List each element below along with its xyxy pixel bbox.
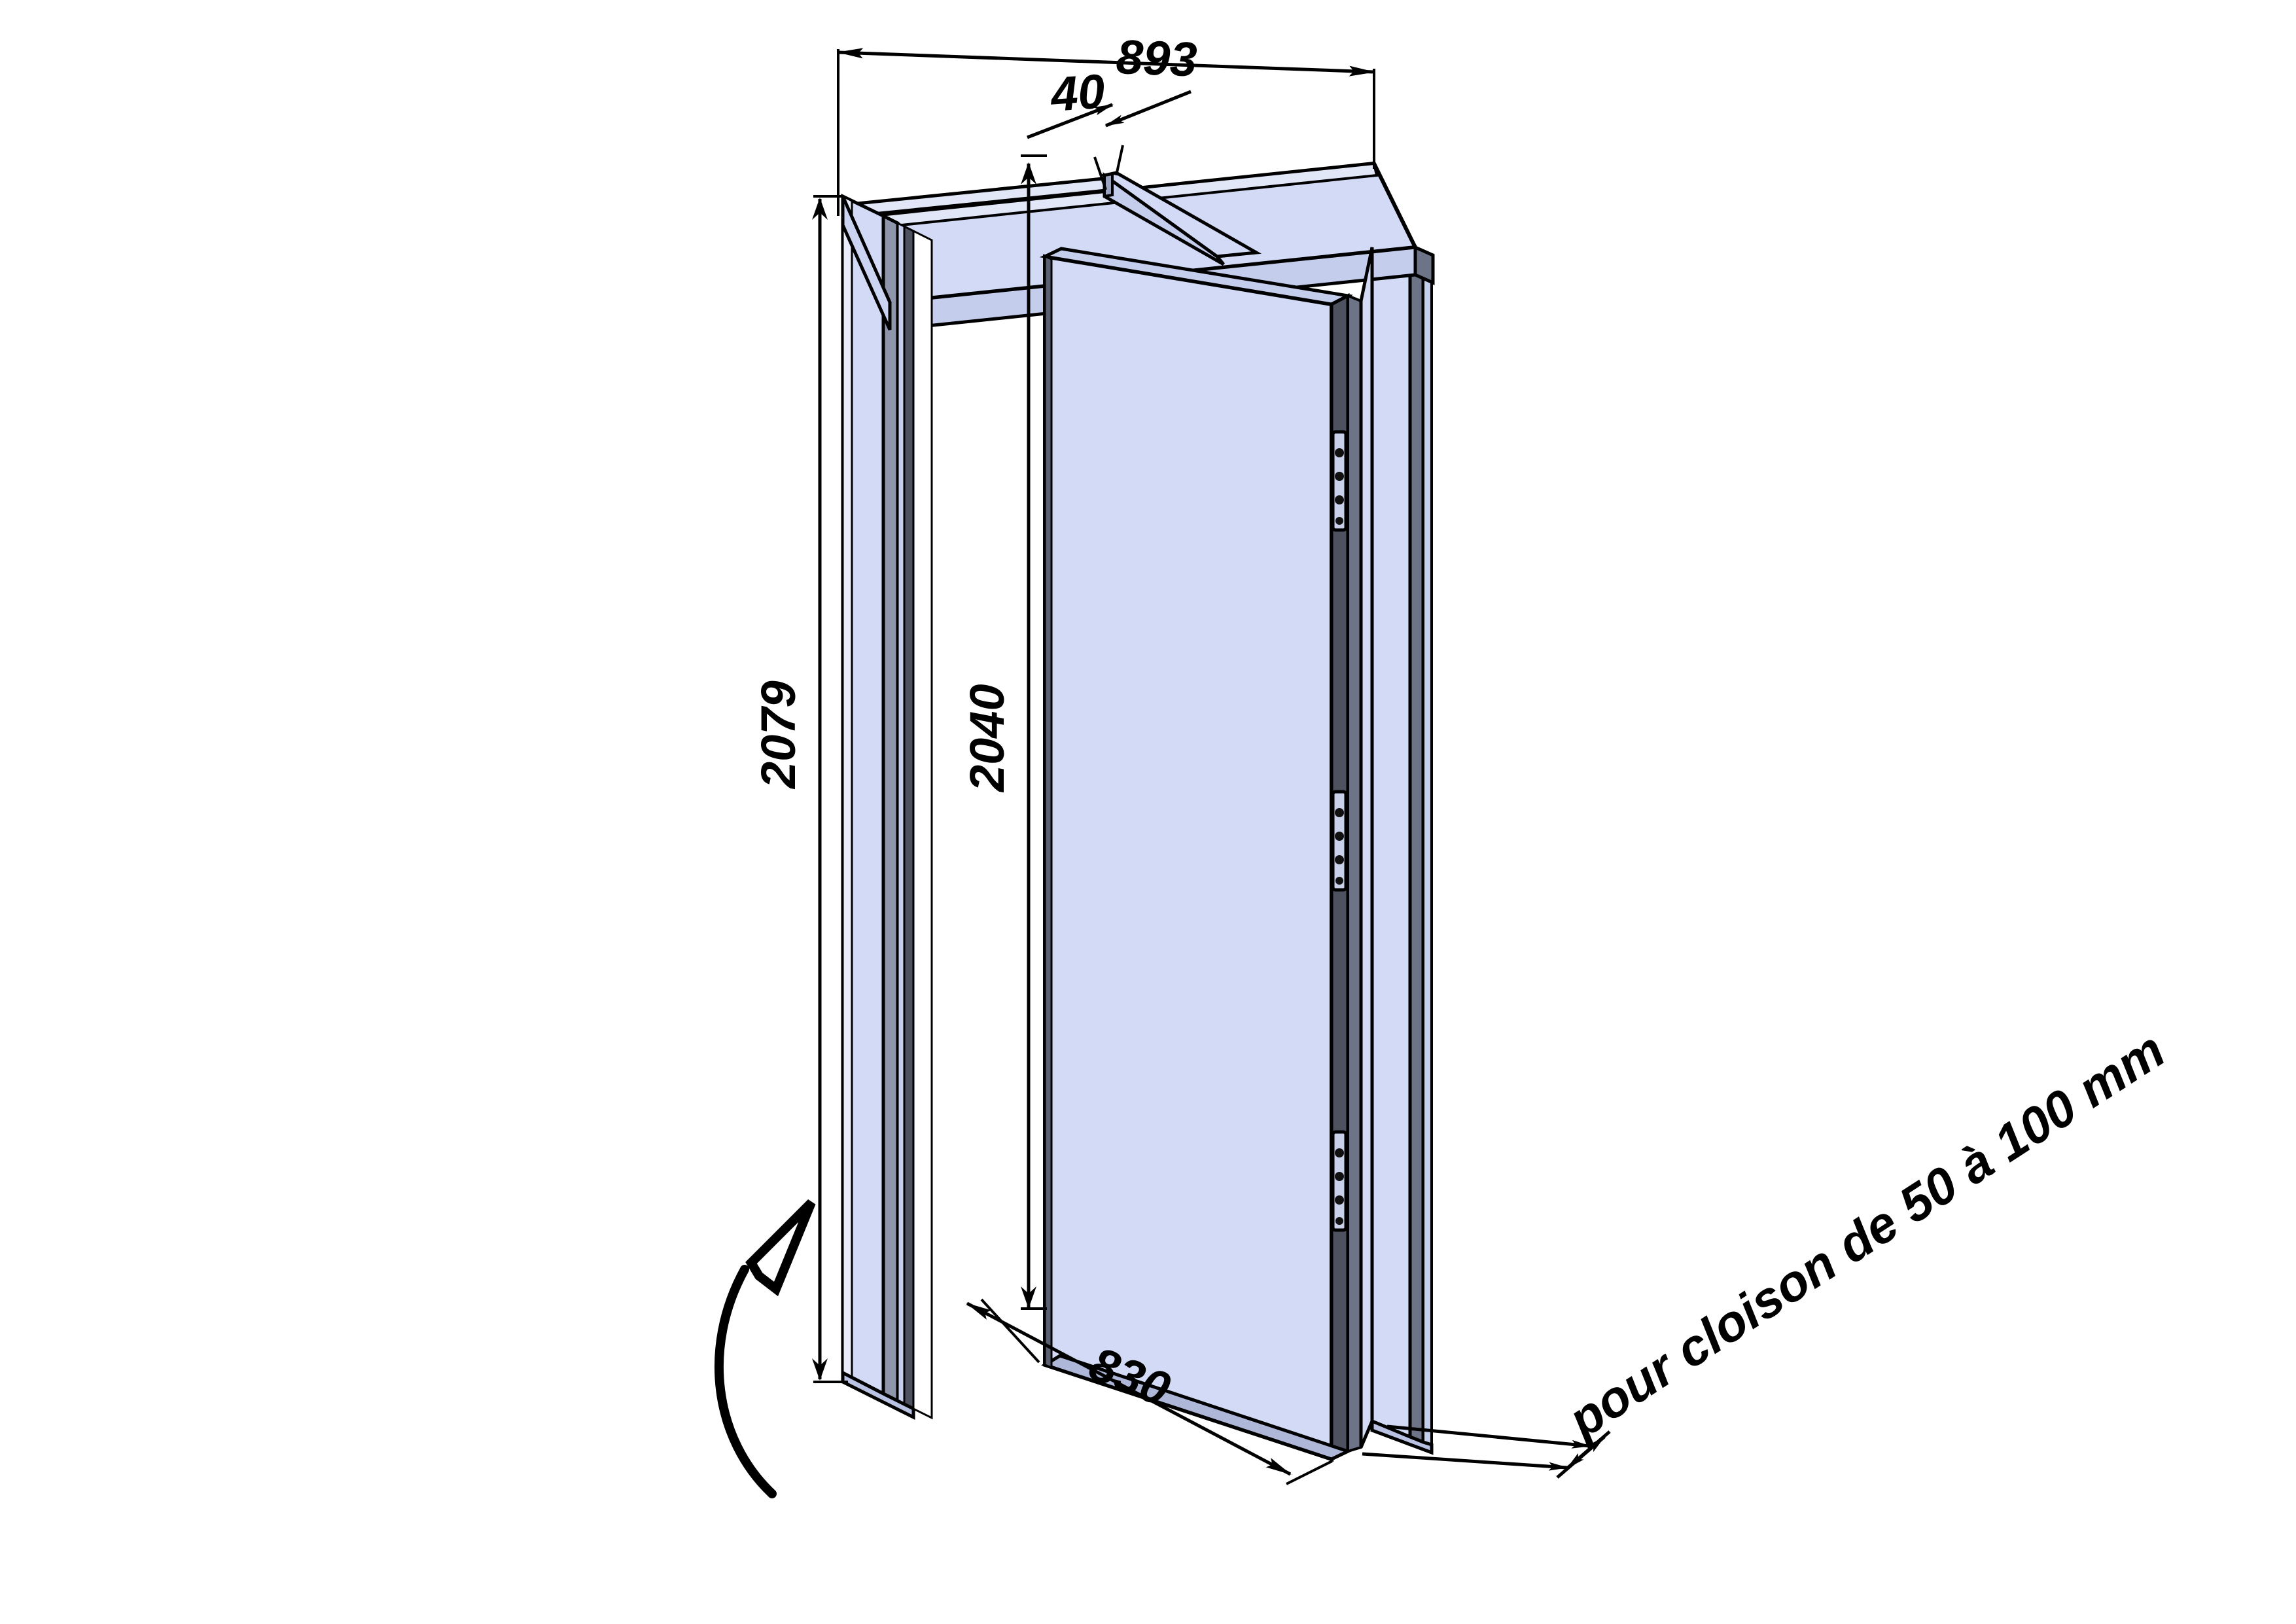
dimension-label-2079: 2079 [751,680,805,790]
hinge-bottom [1331,1130,1348,1232]
frame-stop-bead [1347,247,1374,1453]
partition-leader-lines [1362,1424,1611,1479]
frame-inner-reveal [912,229,933,1420]
left-jamb [841,194,915,1421]
hinge-middle [1331,790,1348,892]
left-jamb-mitre [841,195,892,331]
right-jamb-rear [1370,245,1433,1447]
dimension-label-893: 893 [1115,29,1197,86]
door-assembly-geometry [841,161,1435,1462]
hinge-top [1331,430,1348,532]
dimension-label-40: 40 [1048,63,1106,122]
door-leaf [1039,247,1353,1462]
right-jamb-foot [1370,1419,1434,1455]
dimension-2079: 2079 [751,195,848,1383]
hinge-group [1331,430,1348,1232]
dimension-2040: 2040 [960,154,1047,1310]
dimension-label-2040: 2040 [960,684,1014,793]
swing-arrow [714,1199,816,1498]
swing-arrow-head [745,1199,816,1297]
dimension-893: 893 [837,29,1375,216]
dimension-40: 40 [1027,63,1192,190]
